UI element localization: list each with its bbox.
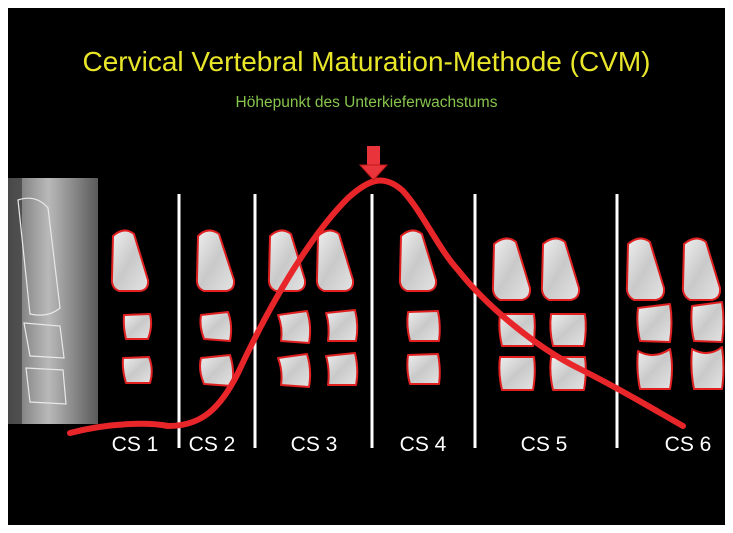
vertebrae-cs3 [269, 230, 357, 387]
slide: Cervical Vertebral Maturation-Methode (C… [8, 8, 725, 525]
stage-label-cs3: CS 3 [291, 433, 338, 457]
stage-label-cs6: CS 6 [665, 433, 712, 457]
stage-label-cs2: CS 2 [189, 433, 236, 457]
vertebrae-cs1 [112, 230, 152, 383]
vertebrae [112, 230, 724, 390]
stage-label-cs1: CS 1 [112, 433, 159, 457]
stage-label-cs5: CS 5 [521, 433, 568, 457]
vertebrae-cs6 [627, 238, 724, 389]
xray-image [8, 178, 98, 424]
growth-curve [70, 181, 683, 433]
peak-arrow-icon [360, 146, 387, 180]
stage-label-cs4: CS 4 [400, 433, 447, 457]
vertebrae-cs2 [197, 230, 234, 386]
vertebrae-cs4 [400, 230, 440, 384]
